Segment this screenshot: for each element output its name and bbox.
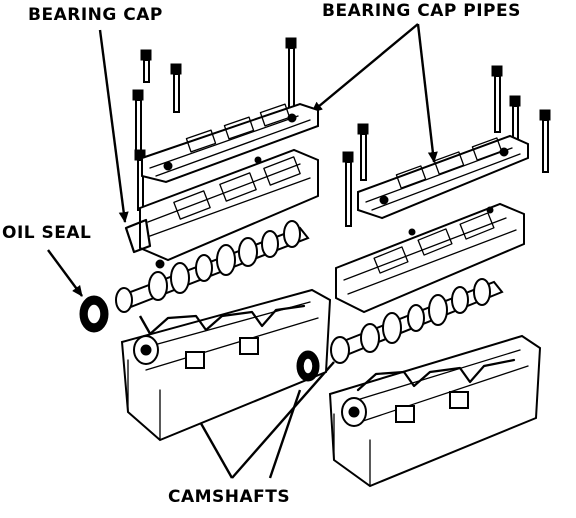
leader-oil-seal: [47, 249, 83, 297]
cylinder-head-right: [328, 334, 542, 488]
bolts-left: [132, 37, 297, 211]
bolt: [132, 89, 144, 155]
label-bearing-cap: BEARING CAP: [28, 5, 163, 25]
oil-seal: [79, 295, 109, 333]
bolt: [285, 37, 297, 111]
bolt: [342, 151, 354, 227]
leader-pipes-right: [416, 23, 438, 163]
oil-seal-right: [296, 350, 320, 382]
bearing-cap-left: [124, 148, 319, 269]
leader-bearing-cap: [98, 29, 129, 223]
bearing-cap-pipe-right: [357, 134, 529, 220]
leader-camshaft-right: [231, 361, 335, 479]
camshaft-left: [115, 220, 310, 313]
bolt: [170, 63, 182, 113]
bearing-cap-right: [335, 202, 525, 314]
camshaft-right: [330, 278, 504, 364]
bolt: [140, 49, 152, 83]
bolt: [491, 65, 503, 133]
bolts-right: [342, 65, 551, 227]
label-bearing-cap-pipes: BEARING CAP PIPES: [322, 1, 521, 21]
bolt: [357, 123, 369, 181]
label-oil-seal: OIL SEAL: [2, 223, 91, 243]
bearing-cap-pipe-left: [141, 102, 319, 184]
leader-camshaft-lower: [268, 389, 302, 479]
label-camshafts: CAMSHAFTS: [168, 487, 290, 507]
cylinder-head-left: [120, 288, 332, 442]
right-bank: [296, 65, 551, 488]
bolt: [539, 109, 551, 173]
leader-pipes-left: [311, 23, 419, 113]
left-bank: [79, 37, 332, 442]
